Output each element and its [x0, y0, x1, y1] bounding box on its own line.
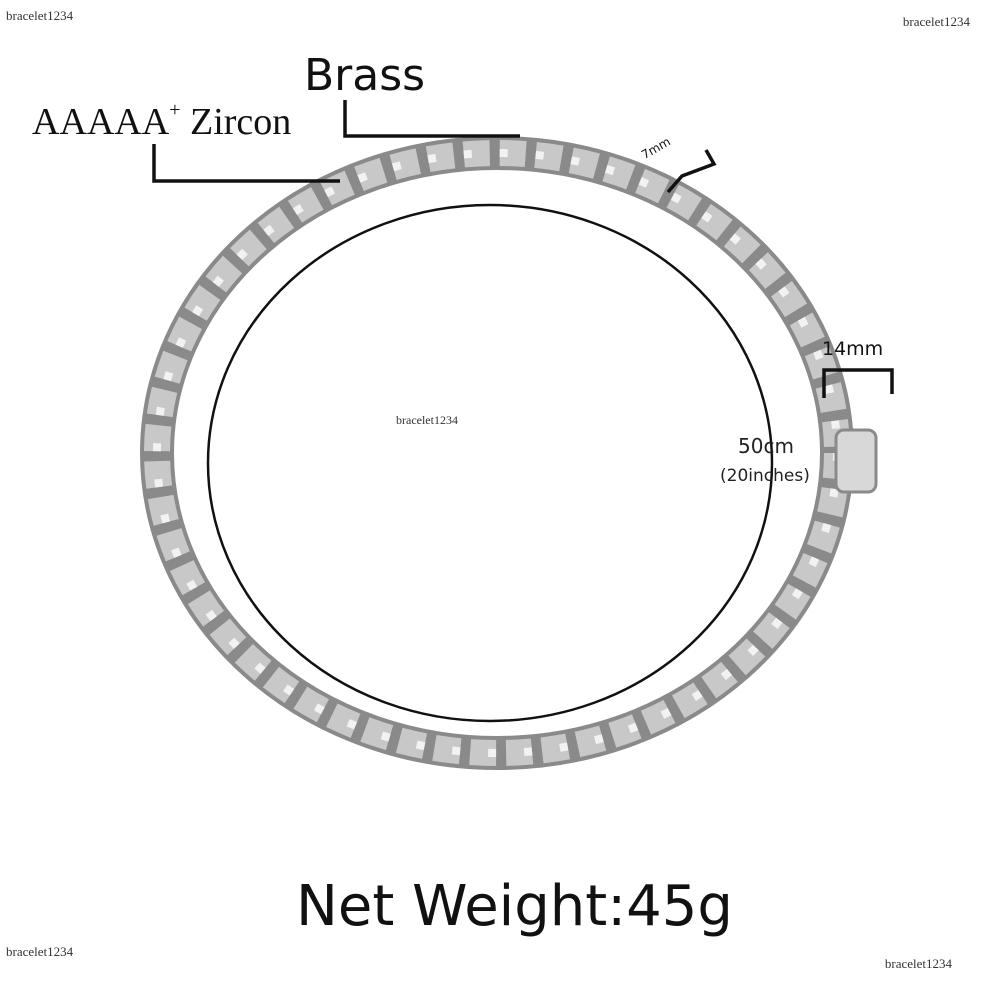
length-cm-label: 50cm — [738, 434, 794, 458]
watermark-bottom-left: bracelet1234 — [6, 944, 74, 959]
zircon-word: Zircon — [180, 101, 292, 143]
length-inches-label: (20inches) — [720, 466, 810, 486]
width-bracket-small — [666, 149, 717, 194]
watermark-top-right: bracelet1234 — [902, 14, 970, 29]
zircon-plus: + — [169, 99, 181, 122]
zircon-grade: AAAAA — [32, 101, 170, 143]
watermark-top-left: bracelet1234 — [6, 8, 74, 23]
watermark-bottom-right: bracelet1234 — [884, 956, 952, 971]
length-circle — [206, 203, 774, 723]
zircon-label: AAAAA+ Zircon — [32, 99, 292, 144]
brass-leader-line — [343, 100, 520, 138]
brass-label: Brass — [304, 50, 426, 101]
net-weight-label: Net Weight:45g — [296, 874, 733, 939]
necklace-icon — [140, 136, 854, 770]
width-large-label: 14mm — [822, 338, 884, 360]
width-bracket-large — [822, 368, 894, 398]
zircon-leader-line — [152, 144, 340, 183]
clasp — [834, 428, 878, 494]
watermark-center: bracelet1234 — [396, 413, 458, 427]
